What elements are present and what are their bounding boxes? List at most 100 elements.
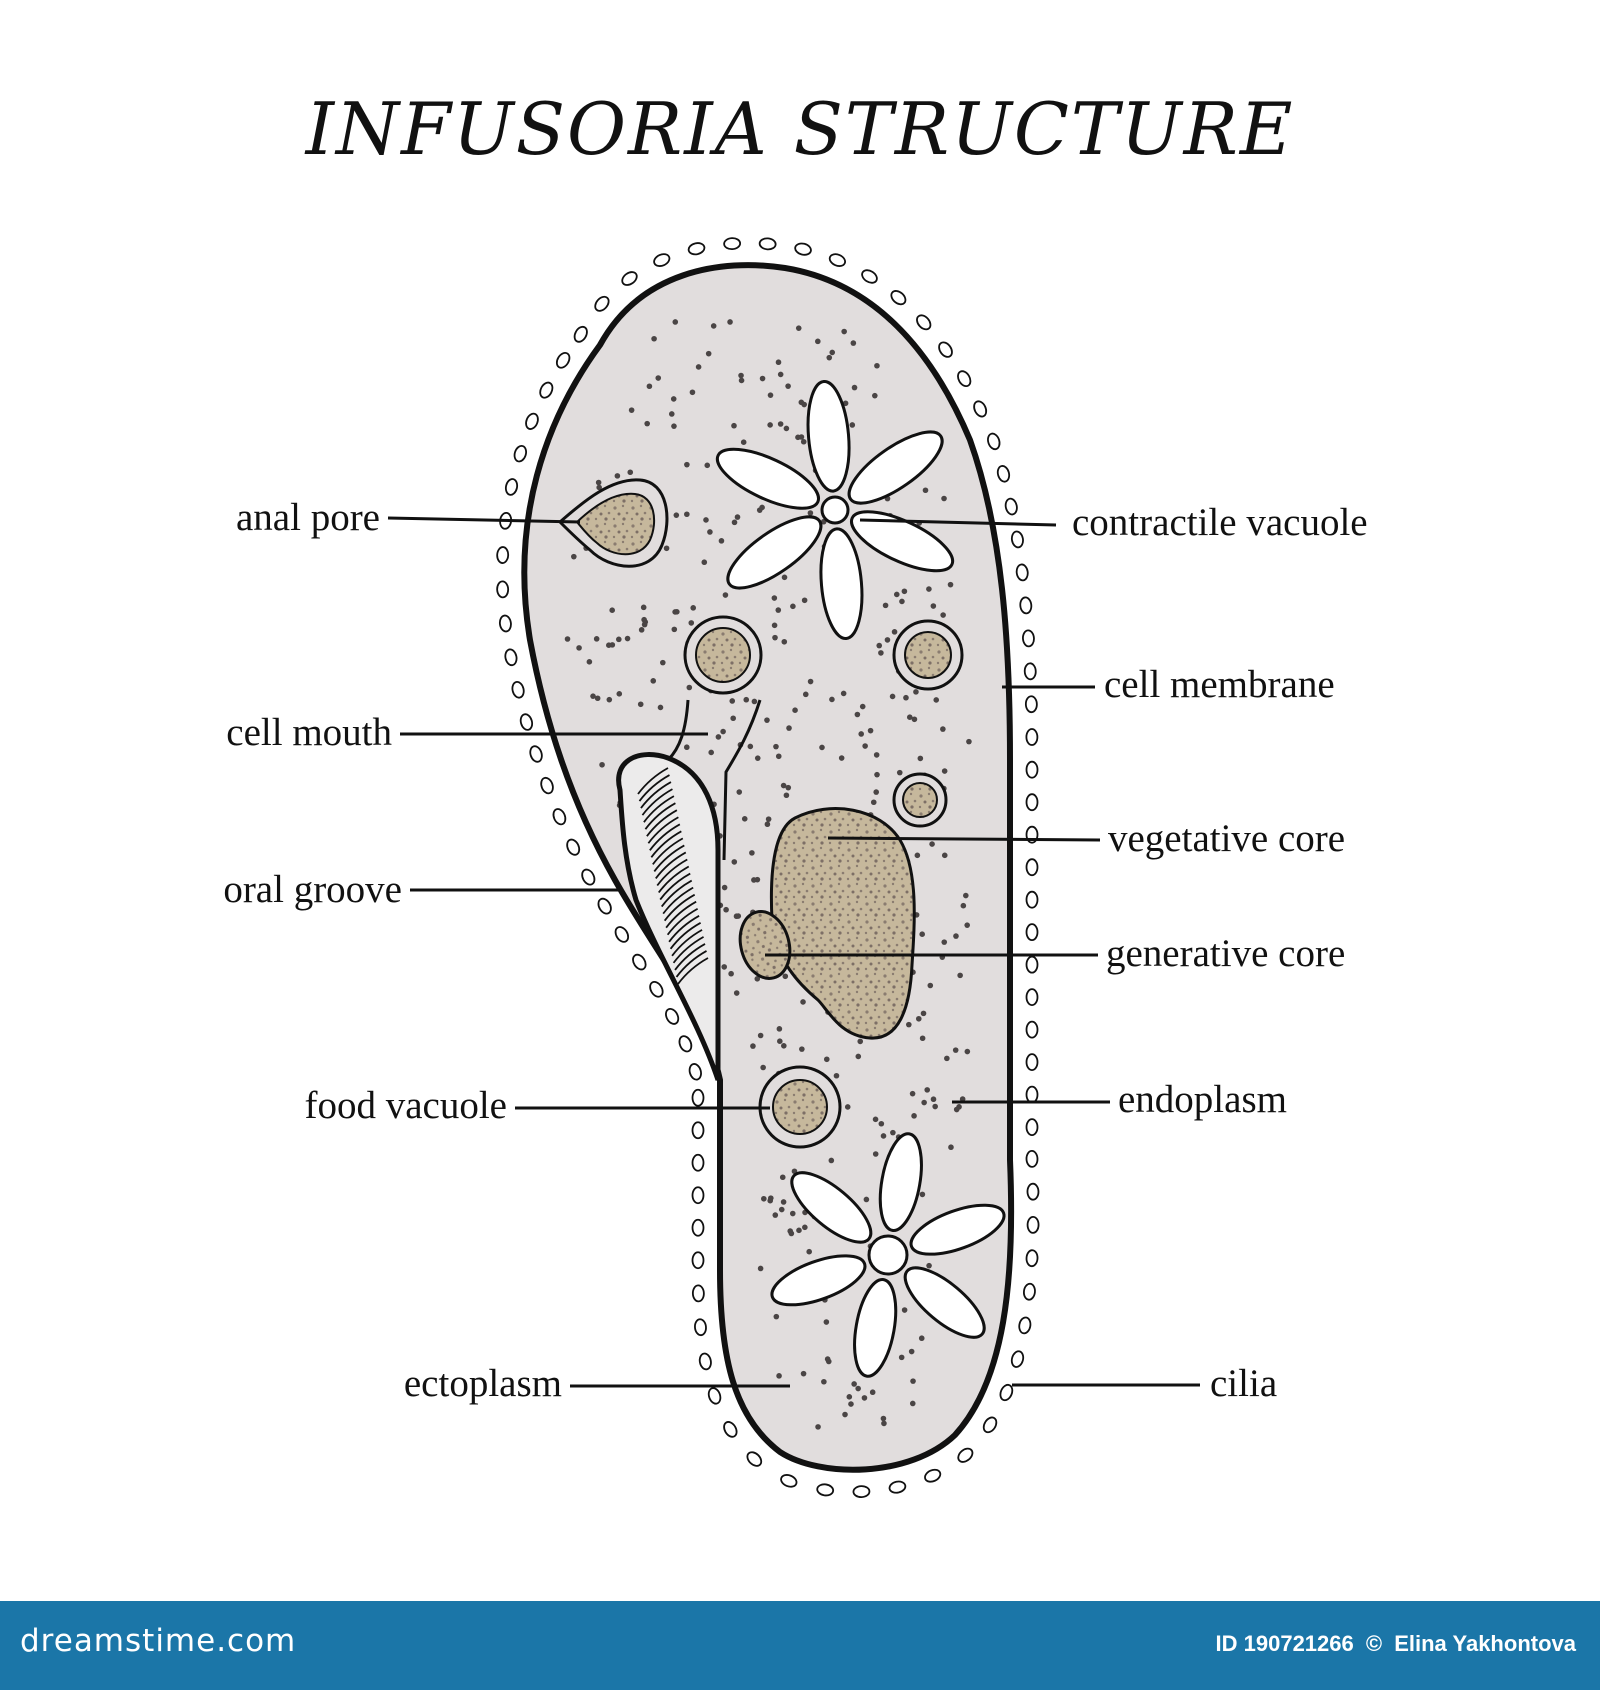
endoplasm-dot [872,1151,879,1157]
groove-cilium [668,914,700,943]
ectoplasm-granule [1025,1149,1039,1168]
groove-cilium [653,844,685,872]
ectoplasm-granule [1010,530,1024,549]
endoplasm-dot [730,715,736,722]
endoplasm-dot [838,755,845,761]
endoplasm-dot [919,1191,926,1198]
ectoplasm-granule [504,478,519,496]
label-generative-core: generative core [1106,932,1345,975]
ectoplasm-granule [694,1318,707,1337]
ectoplasm-granule [723,1421,738,1438]
ectoplasm-granule [1010,1350,1025,1368]
groove-cilium [649,823,681,851]
endoplasm-dot [721,884,728,891]
endoplasm-dot [964,922,970,928]
endoplasm-dot [800,999,806,1005]
endoplasm-dot [917,755,924,762]
endoplasm-dot [941,768,948,774]
endoplasm-dot [880,1415,887,1422]
ectoplasm-granule [573,325,588,343]
endoplasm-dot [773,743,779,750]
endoplasm-dot [738,372,744,379]
endoplasm-dot [738,377,745,384]
oral-groove-cilia [637,767,709,985]
endoplasm-dot [616,691,623,697]
endoplasm-dot [867,727,874,734]
endoplasm-dot [650,678,657,684]
endoplasm-dot [637,701,644,708]
endoplasm-dot [767,422,773,428]
label-contractile-vacuole: contractile vacuole [1072,501,1368,544]
endoplasm-dot [775,753,782,760]
endoplasm-dot [801,401,807,408]
ectoplasm-granule [581,868,596,886]
endoplasm-dot [855,1053,862,1060]
label-anal-pore: anal pore [236,496,380,539]
endoplasm-dot [878,1120,885,1127]
groove-cilium [650,830,682,858]
endoplasm-dot [842,400,849,407]
endoplasm-dot [781,574,788,581]
groove-cilium [662,886,694,915]
endoplasm-dot [609,607,615,613]
vacuole-canal [847,430,944,505]
vacuole-canal [790,1171,873,1244]
endoplasm-dot [689,389,696,396]
ectoplasm-granule [816,1483,835,1497]
endoplasm-dot [771,595,778,601]
contractile-vacuole-lower [770,1132,1006,1378]
endoplasm-dot [919,931,925,937]
endoplasm-dot [789,1210,796,1217]
endoplasm-dot [884,637,891,643]
endoplasm-dot [775,359,782,366]
endoplasm-dot [740,439,747,445]
endoplasm-dot [688,620,695,626]
endoplasm-dot [683,744,690,751]
endoplasm-dot [941,495,947,502]
groove-cilium [665,900,697,929]
endoplasm-dot [893,591,900,598]
endoplasm-dot [627,469,634,476]
endoplasm-dot [799,1046,805,1052]
endoplasm-dot [657,704,664,711]
label-ectoplasm: ectoplasm [404,1362,562,1405]
endoplasm-dot [721,964,728,970]
ectoplasm-granule [1025,760,1039,779]
footer-logo[interactable]: dreamstime.com [20,1623,297,1659]
ectoplasm-granule [649,981,664,998]
endoplasm-dot [806,1248,812,1255]
groove-cilium [672,936,704,964]
ectoplasm-granule [987,432,1001,451]
endoplasm-dot [690,605,697,611]
endoplasm-dot [779,1174,786,1181]
groove-cilium [669,922,702,950]
endoplasm-dot [873,789,880,795]
ectoplasm-granule [1025,890,1039,909]
groove-cilium [652,837,684,865]
endoplasm-dot [964,1048,971,1055]
ectoplasm-granule [957,1447,974,1463]
endoplasm-dot [655,375,662,381]
food-vacuole-lower [758,1065,842,1149]
endoplasm-dot [747,743,754,750]
endoplasm-dot [787,1228,794,1234]
endoplasm-dot [878,650,884,656]
ectoplasm-granule [653,253,671,267]
endoplasm-dot [599,761,605,768]
vacuole-canal [909,1203,1006,1256]
endoplasm-dot [953,933,959,939]
endoplasm-dot [767,1197,774,1204]
ectoplasm-granule [566,838,581,856]
endoplasm-dot [851,1381,857,1387]
groove-cilium [666,907,699,936]
endoplasm-dot [821,1378,827,1385]
endoplasm-dot [644,420,650,427]
endoplasm-dot [876,642,883,649]
endoplasm-dot [796,1227,802,1234]
endoplasm-dot [920,1010,927,1017]
endoplasm-dot [586,659,593,665]
endoplasm-dot [890,1129,896,1136]
ectoplasm-granule [746,1451,763,1467]
endoplasm-dot [790,603,796,610]
endoplasm-dot [668,411,675,417]
